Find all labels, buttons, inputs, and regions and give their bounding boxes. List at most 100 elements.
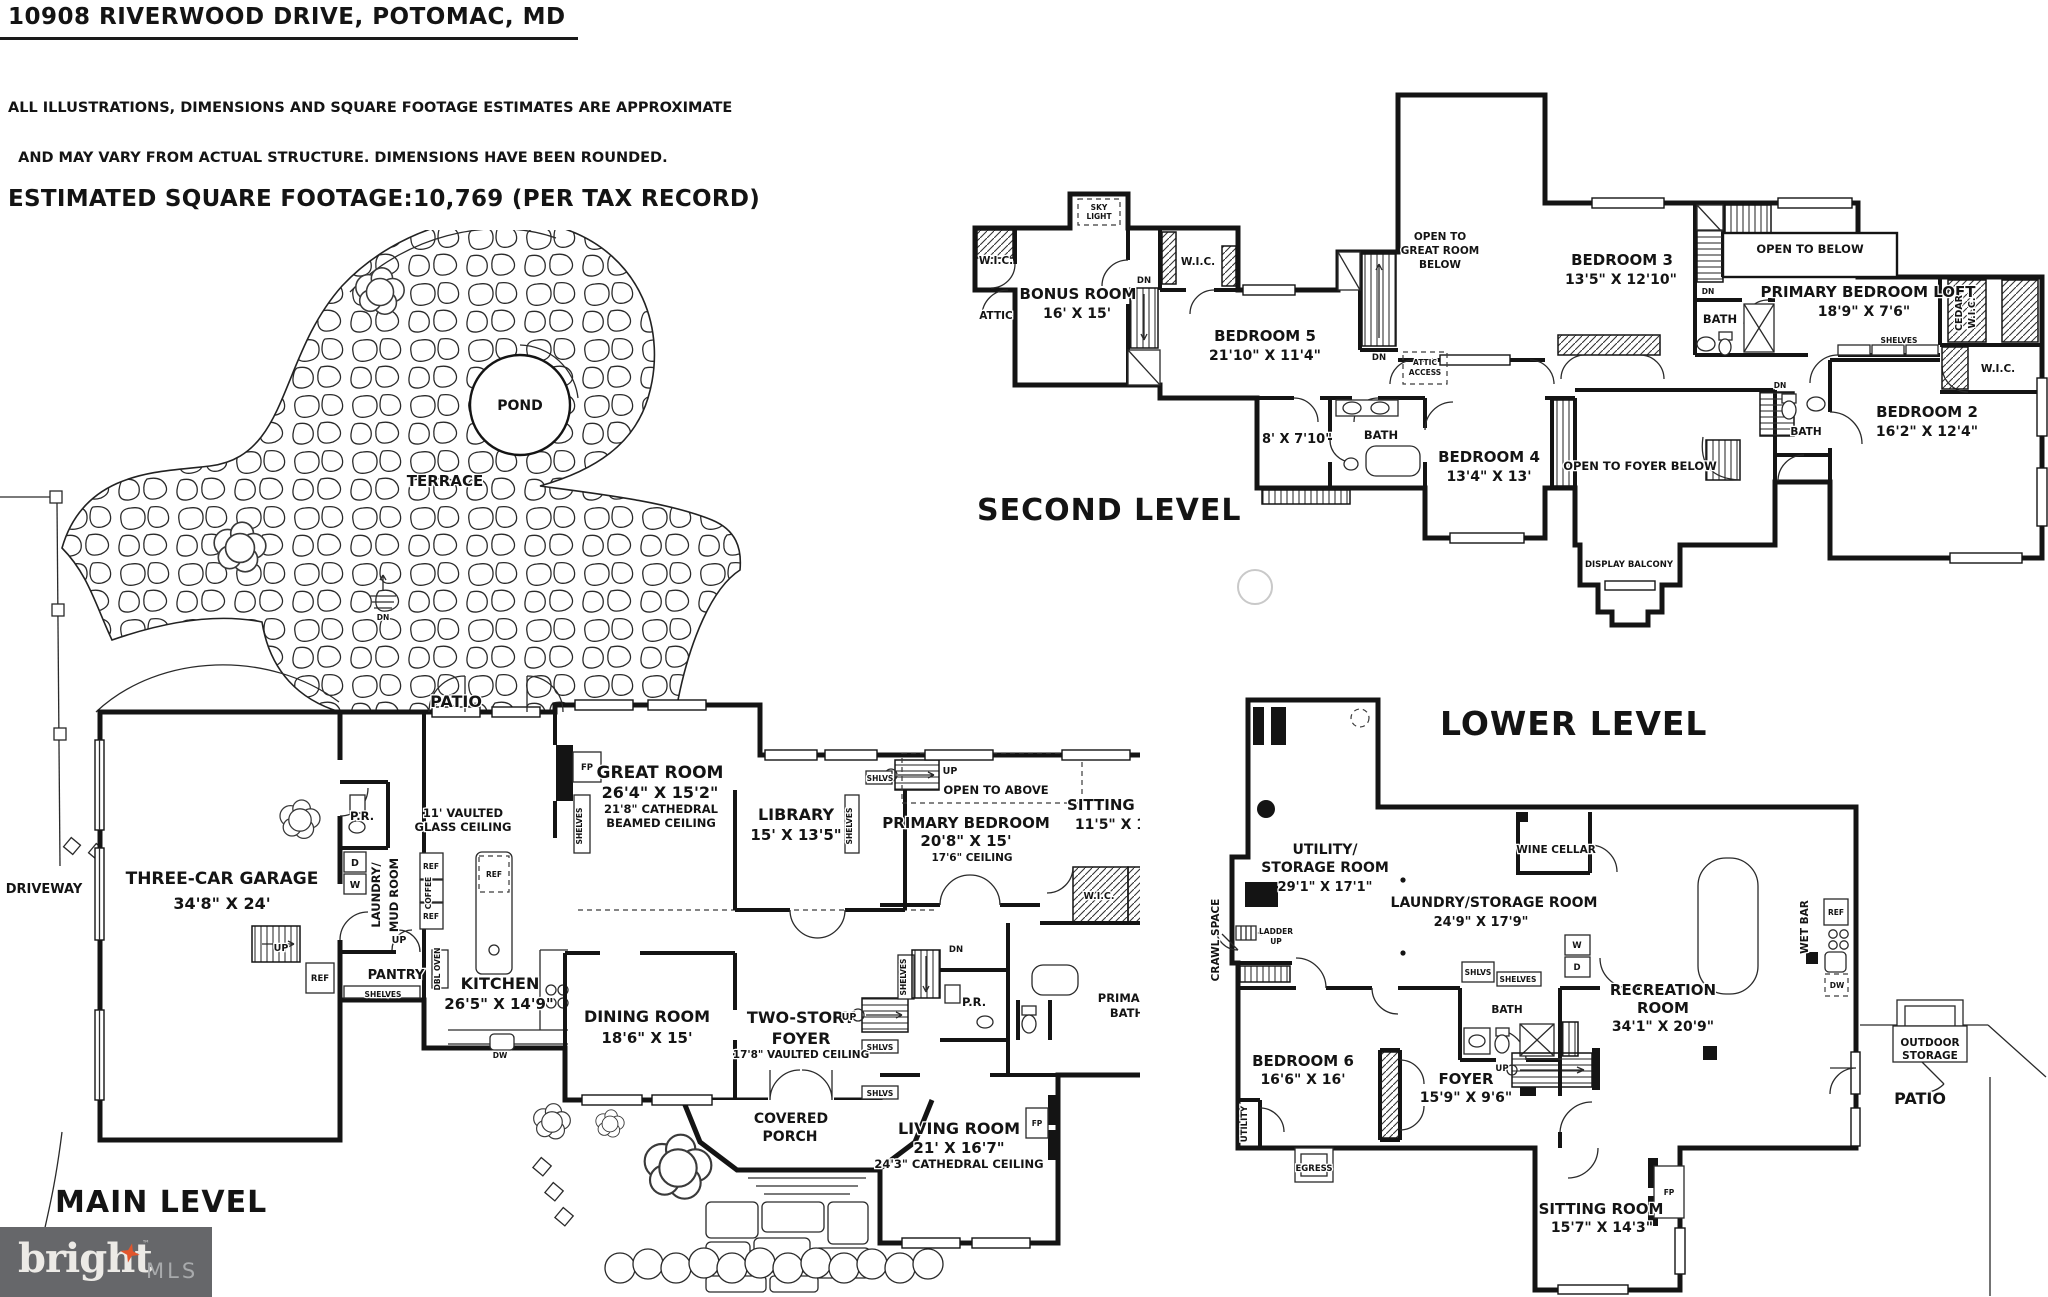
living-room-ceiling: 24'3" CATHEDRAL CEILING bbox=[874, 1157, 1043, 1171]
wic-label: W.I.C. bbox=[1181, 256, 1215, 268]
ref-label: REF bbox=[423, 912, 439, 921]
lower-level-plan: UTILITY/ STORAGE ROOM 29'1" X 17'1" LADD… bbox=[1209, 697, 2047, 1296]
bedroom3-label: BEDROOM 3 bbox=[1571, 251, 1673, 269]
kitchen-dim: 26'5" X 14'9" bbox=[444, 995, 553, 1013]
ref-label: REF bbox=[423, 862, 439, 871]
foyer-label1: TWO-STORY bbox=[747, 1008, 856, 1027]
dw-label: DW bbox=[493, 1051, 508, 1060]
ref-label: REF bbox=[486, 870, 502, 879]
tree bbox=[533, 1103, 571, 1140]
ladder-label1: LADDER bbox=[1259, 927, 1293, 936]
bedroom3-dim: 13'5" X 12'10" bbox=[1565, 272, 1677, 288]
logo-tm: ™ bbox=[142, 1239, 150, 1248]
dn-label: DN bbox=[1372, 353, 1386, 363]
bedroom6-label: BEDROOM 6 bbox=[1252, 1052, 1354, 1070]
laundry-label: LAUNDRY/ bbox=[369, 862, 383, 928]
living-room-label: LIVING ROOM bbox=[898, 1119, 1020, 1138]
bath-label: BATH bbox=[1790, 426, 1821, 438]
bedroom2-label: BEDROOM 2 bbox=[1876, 403, 1978, 421]
bedroom5-dim: 21'10" X 11'4" bbox=[1209, 348, 1321, 364]
shelves-label: SHELVES bbox=[1500, 975, 1537, 984]
shlvs-label: SHLVS bbox=[867, 1043, 894, 1052]
kitchen-label: KITCHEN bbox=[461, 974, 540, 993]
up-label: UP bbox=[274, 943, 289, 954]
open-great-room1: OPEN TO bbox=[1414, 231, 1466, 243]
great-room-dim: 26'4" X 15'2" bbox=[602, 783, 719, 802]
garage-outline bbox=[97, 709, 343, 1143]
square-footage: ESTIMATED SQUARE FOOTAGE:10,769 (PER TAX… bbox=[8, 186, 761, 212]
shelves-label: SHELVES bbox=[365, 990, 402, 999]
dn-label: DN bbox=[949, 945, 963, 955]
pond-label: POND bbox=[497, 398, 543, 414]
covered-porch-label2: PORCH bbox=[763, 1129, 818, 1145]
logo-mls-text: MLS bbox=[146, 1259, 199, 1283]
shelves-label: SHELVES bbox=[845, 808, 854, 845]
primary-bedroom-label: PRIMARY BEDROOM bbox=[882, 814, 1050, 832]
patio-label: PATIO bbox=[430, 692, 482, 711]
shelves-label: SHELVES bbox=[899, 959, 908, 996]
garage-dim: 34'8" X 24' bbox=[173, 894, 270, 913]
foyer-label2: FOYER bbox=[772, 1029, 831, 1048]
disclaimer: ALL ILLUSTRATIONS, DIMENSIONS AND SQUARE… bbox=[8, 96, 732, 171]
terrace-label: TERRACE bbox=[407, 472, 483, 490]
bonus-room-label: BONUS ROOM bbox=[1020, 285, 1137, 303]
library-label: LIBRARY bbox=[758, 805, 834, 824]
bedroom4-dim: 13'4" X 13' bbox=[1446, 469, 1531, 485]
dining-room-label: DINING ROOM bbox=[584, 1007, 710, 1026]
bedroom5-label: BEDROOM 5 bbox=[1214, 327, 1316, 345]
recreation-label1: RECREATION bbox=[1610, 981, 1716, 999]
ref-label: REF bbox=[1828, 908, 1844, 917]
primary-bedroom-dim: 20'8" X 15' bbox=[920, 832, 1011, 850]
shlvs-label: SHLVS bbox=[867, 774, 894, 783]
disclaimer-line1: ALL ILLUSTRATIONS, DIMENSIONS AND SQUARE… bbox=[8, 100, 733, 116]
terrace-stonework bbox=[61, 230, 742, 713]
utility-room-label1: UTILITY/ bbox=[1292, 842, 1358, 858]
sitting-room-dim: 15'7" X 14'3" bbox=[1551, 1220, 1653, 1236]
recreation-label2: ROOM bbox=[1637, 999, 1689, 1017]
dn-label: DN bbox=[1702, 287, 1715, 296]
utility-closet-label: UTILITY bbox=[1240, 1105, 1250, 1142]
up-label: UP bbox=[1495, 1064, 1508, 1074]
disclaimer-line2: AND MAY VARY FROM ACTUAL STRUCTURE. DIME… bbox=[18, 150, 668, 166]
powder-room-label: P.R. bbox=[962, 995, 986, 1009]
bonus-room-dim: 16' X 15' bbox=[1043, 306, 1111, 322]
dn-label: DN bbox=[377, 613, 390, 622]
wic-label: W.I.C. bbox=[979, 255, 1013, 267]
utility-room-dim: 29'1" X 17'1" bbox=[1278, 880, 1373, 895]
dbl-oven-label: DBL OVEN bbox=[433, 948, 442, 991]
skylight-label1: SKY bbox=[1091, 203, 1108, 212]
open-great-room3: BELOW bbox=[1419, 259, 1461, 271]
ref-label: REF bbox=[311, 974, 329, 984]
glass-ceiling-label: GLASS CEILING bbox=[415, 820, 512, 834]
hedge-row bbox=[604, 1247, 944, 1284]
main-level-title: MAIN LEVEL bbox=[55, 1185, 267, 1220]
open-below-label: OPEN TO BELOW bbox=[1756, 242, 1864, 256]
washer-label: W bbox=[1572, 941, 1582, 951]
bedroom6-dim: 16'6" X 16' bbox=[1260, 1072, 1345, 1088]
mudroom-label: MUD ROOM bbox=[387, 858, 401, 932]
washer-label: W bbox=[350, 880, 361, 891]
lower-level-title: LOWER LEVEL bbox=[1440, 704, 1707, 743]
open-above-label: OPEN TO ABOVE bbox=[943, 783, 1048, 797]
wet-bar-label: WET BAR bbox=[1799, 900, 1811, 954]
dryer-label: D bbox=[1573, 963, 1580, 973]
bath-label: BATH bbox=[1703, 312, 1737, 326]
second-level-title: SECOND LEVEL bbox=[977, 493, 1242, 528]
loft-dim: 18'9" X 7'6" bbox=[1818, 304, 1910, 320]
primary-bath-label2: BATH bbox=[1110, 1006, 1140, 1020]
cedar-wic-label2: W.I.C. bbox=[1967, 297, 1978, 328]
great-room-ceiling2: BEAMED CEILING bbox=[606, 816, 716, 830]
tree bbox=[595, 1109, 625, 1138]
shlvs-label: SHLVS bbox=[867, 1089, 894, 1098]
page-title: 10908 RIVERWOOD DRIVE, POTOMAC, MD bbox=[8, 4, 566, 30]
loft-label: PRIMARY BEDROOM LOFT bbox=[1760, 283, 1976, 301]
porch-outline bbox=[680, 1099, 935, 1173]
lower-level-outline bbox=[1229, 697, 1859, 1293]
display-balcony-label: DISPLAY BALCONY bbox=[1585, 560, 1674, 570]
up-label: UP bbox=[842, 1012, 857, 1023]
dryer-label: D bbox=[351, 858, 359, 869]
title-underline bbox=[0, 37, 578, 40]
bath-label: BATH bbox=[1491, 1004, 1522, 1016]
